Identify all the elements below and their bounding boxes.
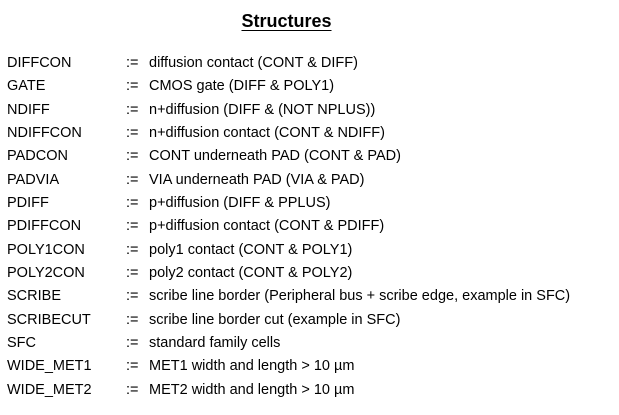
definition-operator: := <box>126 195 139 212</box>
definition-description: p+diffusion contact (CONT & PDIFF) <box>149 218 385 235</box>
definition-term: WIDE_MET2 <box>7 381 92 398</box>
definition-description: scribe line border cut (example in SFC) <box>149 311 401 328</box>
definition-term: WIDE_MET1 <box>7 358 92 375</box>
definition-description: scribe line border (Peripheral bus + scr… <box>149 288 571 305</box>
definition-row: NDIFFCON := n+diffusion contact (CONT & … <box>7 122 612 145</box>
definition-term: DIFFCON <box>7 55 72 71</box>
definition-description: CMOS gate (DIFF & POLY1) <box>149 78 335 95</box>
page-title: Structures <box>241 11 332 31</box>
definition-row: WIDE_MET1 := MET1 width and length > 10 … <box>7 355 612 378</box>
definition-operator: := <box>126 148 139 165</box>
definition-term: PADCON <box>7 148 68 165</box>
definition-description: poly1 contact (CONT & POLY1) <box>149 241 353 258</box>
definition-term: NDIFFCON <box>7 125 82 142</box>
definition-operator: := <box>126 78 139 95</box>
definition-term: NDIFF <box>7 101 50 118</box>
definition-term: PDIFFCON <box>7 218 82 235</box>
definition-operator: := <box>126 265 139 282</box>
definition-description: n+diffusion contact (CONT & NDIFF) <box>149 125 385 142</box>
definition-description: MET2 width and length > 10 µm <box>149 381 355 398</box>
definition-term: SCRIBE <box>7 288 61 305</box>
definition-term: GATE <box>7 78 46 95</box>
definition-operator: := <box>126 171 139 188</box>
definition-row: PADVIA := VIA underneath PAD (VIA & PAD) <box>7 169 612 192</box>
definition-description: diffusion contact (CONT & DIFF) <box>149 55 358 71</box>
definition-description: n+diffusion (DIFF & (NOT NPLUS)) <box>149 101 376 118</box>
definition-row: PADCON := CONT underneath PAD (CONT & PA… <box>7 145 612 168</box>
definition-row: PDIFF := p+diffusion (DIFF & PPLUS) <box>7 192 612 215</box>
definition-operator: := <box>126 218 139 235</box>
definition-operator: := <box>126 288 139 305</box>
definition-description: CONT underneath PAD (CONT & PAD) <box>149 148 401 165</box>
definition-term: PDIFF <box>7 195 49 212</box>
definition-term: SFC <box>7 335 36 352</box>
definition-row: WIDE_MET2 := MET2 width and length > 10 … <box>7 379 612 402</box>
definition-list: DIFFCON := diffusion contact (CONT & DIF… <box>7 52 612 402</box>
definition-operator: := <box>126 125 139 142</box>
definition-term: PADVIA <box>7 171 60 188</box>
definition-operator: := <box>126 101 139 118</box>
definition-row: NDIFF := n+diffusion (DIFF & (NOT NPLUS)… <box>7 99 612 122</box>
definition-term: POLY2CON <box>7 265 85 282</box>
definition-row: SCRIBECUT := scribe line border cut (exa… <box>7 309 612 332</box>
definition-operator: := <box>126 335 139 352</box>
definition-description: poly2 contact (CONT & POLY2) <box>149 265 353 282</box>
definition-row: GATE := CMOS gate (DIFF & POLY1) <box>7 75 612 98</box>
definition-row: SCRIBE := scribe line border (Peripheral… <box>7 285 612 308</box>
definition-operator: := <box>126 358 139 375</box>
definition-operator: := <box>126 55 139 71</box>
definition-row: DIFFCON := diffusion contact (CONT & DIF… <box>7 52 612 75</box>
definition-operator: := <box>126 311 139 328</box>
definition-description: p+diffusion (DIFF & PPLUS) <box>149 195 331 212</box>
definition-row: SFC := standard family cells <box>7 332 612 355</box>
definition-description: standard family cells <box>149 335 281 352</box>
definition-description: VIA underneath PAD (VIA & PAD) <box>149 171 365 188</box>
definition-row: POLY2CON := poly2 contact (CONT & POLY2) <box>7 262 612 285</box>
definition-description: MET1 width and length > 10 µm <box>149 358 355 375</box>
definition-term: POLY1CON <box>7 241 85 258</box>
definition-operator: := <box>126 381 139 398</box>
definition-row: POLY1CON := poly1 contact (CONT & POLY1) <box>7 239 612 262</box>
definition-term: SCRIBECUT <box>7 311 91 328</box>
definition-operator: := <box>126 241 139 258</box>
definition-row: PDIFFCON := p+diffusion contact (CONT & … <box>7 215 612 238</box>
